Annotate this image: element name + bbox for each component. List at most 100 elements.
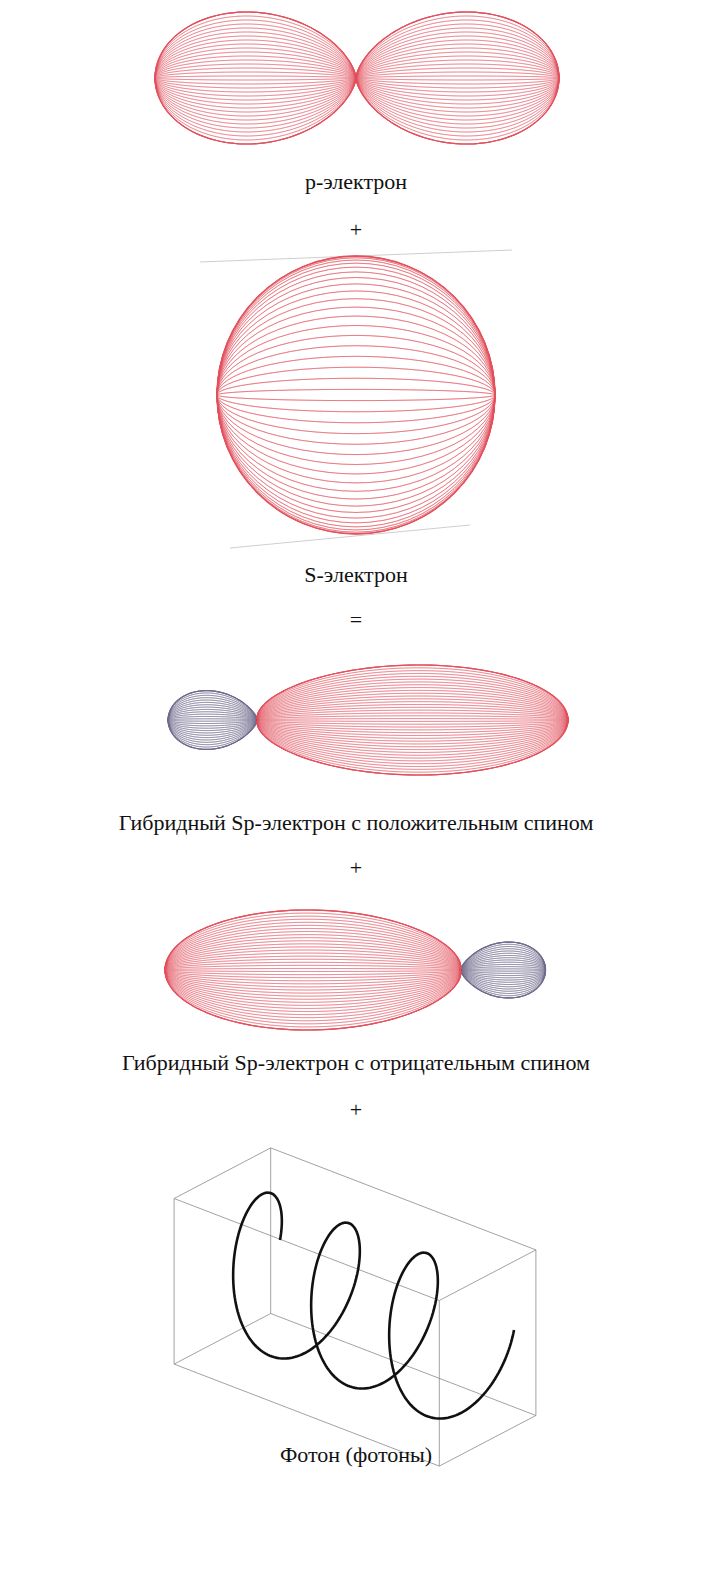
orbital-curve	[155, 24, 356, 132]
orbital-curve	[217, 256, 495, 533]
orbital-curve	[165, 956, 461, 984]
orbital-curve	[217, 267, 495, 523]
orbital-curve	[165, 962, 461, 977]
orbital-curve	[257, 699, 568, 741]
box-edge	[174, 1314, 271, 1365]
orbital-curve	[217, 326, 495, 465]
orbital-curve	[257, 676, 568, 763]
orbital-curve	[155, 24, 356, 132]
orbital-curve	[217, 367, 495, 423]
orbital-curve	[165, 938, 461, 1003]
orbital-curve	[165, 928, 461, 1011]
orbital-curve	[165, 932, 461, 1009]
orbital-curve	[168, 714, 258, 726]
orbital-curve	[165, 935, 461, 1006]
orbital-curve	[257, 668, 568, 772]
orbital-curve	[155, 32, 356, 124]
orbital-curve	[165, 968, 461, 971]
box-edge	[271, 1314, 536, 1416]
operator-sign: +	[0, 1097, 712, 1123]
orbital-curve	[165, 910, 461, 1030]
orbital-curve	[257, 685, 568, 756]
orbital-curve	[165, 941, 461, 999]
orbital-curve	[257, 685, 568, 756]
orbital-outline	[257, 665, 568, 775]
orbital-curve	[155, 36, 356, 120]
orbital-curve	[155, 68, 356, 88]
orbital-curve	[257, 696, 568, 744]
orbital-curve	[356, 60, 559, 96]
orbital-curve	[217, 267, 495, 523]
operator-sign: +	[0, 217, 712, 243]
orbital-curve	[155, 32, 356, 124]
orbital-curve	[155, 72, 356, 84]
orbital-curve	[257, 682, 568, 758]
orbital-curve	[257, 676, 568, 763]
orbital-outline	[165, 910, 461, 1030]
orbital-curve	[460, 944, 546, 995]
orbital-curve	[155, 16, 356, 140]
orbital-curve	[356, 12, 559, 144]
orbital-curve	[356, 68, 559, 88]
caption: Гибридный Sp-электрон с отрицательным сп…	[0, 1050, 712, 1076]
orbital-curve	[217, 256, 495, 534]
orbital-curve	[257, 693, 568, 747]
orbital-curve	[257, 707, 568, 732]
orbital-curve	[356, 28, 559, 128]
orbital-curve	[356, 40, 559, 116]
caption: Гибридный Sp-электрон с положительным сп…	[0, 810, 712, 836]
box-edge	[271, 1148, 536, 1250]
orbital-curve	[356, 40, 559, 116]
orbital-curve	[257, 668, 568, 772]
orbital-curve	[168, 695, 258, 744]
orbital-curve	[257, 688, 568, 753]
orbital-curve	[356, 72, 559, 84]
caption: S-электрон	[0, 562, 712, 588]
orbital-curve	[257, 696, 568, 744]
s-orbital	[200, 250, 512, 548]
orbital-curve	[165, 935, 461, 1006]
orbital-curve	[217, 291, 495, 499]
orbital-curve	[356, 76, 559, 80]
orbital-curve	[217, 256, 495, 534]
orbital-curve	[165, 944, 461, 996]
orbital-curve	[155, 40, 356, 116]
orbital-curve	[155, 56, 356, 100]
orbital-curve	[217, 378, 495, 412]
operator-sign: +	[0, 855, 712, 881]
orbital-curve	[165, 956, 461, 984]
orbital-outline	[155, 12, 356, 144]
orbital-curve	[217, 307, 495, 483]
orbital-curve	[356, 60, 559, 96]
orbital-curve	[460, 947, 546, 994]
orbital-curve	[257, 693, 568, 747]
orbital-curve	[155, 12, 356, 144]
orbital-outline	[460, 942, 546, 998]
orbital-curve	[155, 40, 356, 116]
orbital-curve	[155, 52, 356, 104]
orbital-curve	[155, 28, 356, 128]
orbital-curve	[217, 260, 495, 530]
orbital-curve	[155, 36, 356, 120]
orbital-curve	[168, 695, 258, 744]
box-edge	[174, 1199, 175, 1365]
orbital-curve	[217, 284, 495, 506]
orbital-outline	[168, 691, 258, 750]
orbital-curve	[356, 16, 559, 140]
orbital-curve	[168, 707, 258, 733]
orbital-curve	[460, 942, 546, 998]
orbital-curve	[356, 36, 559, 120]
orbital-curve	[257, 682, 568, 758]
orbital-curve	[257, 713, 568, 727]
orbital-curve	[217, 291, 495, 499]
orbital-curve	[257, 710, 568, 730]
orbital-curve	[217, 367, 495, 423]
orbital-curve	[257, 702, 568, 739]
orbital-curve	[217, 326, 495, 465]
orbital-curve	[217, 258, 495, 532]
photon-helix	[174, 1148, 536, 1466]
orbital-curve	[217, 356, 495, 433]
orbital-curve	[165, 965, 461, 974]
orbital-curve	[460, 947, 546, 994]
